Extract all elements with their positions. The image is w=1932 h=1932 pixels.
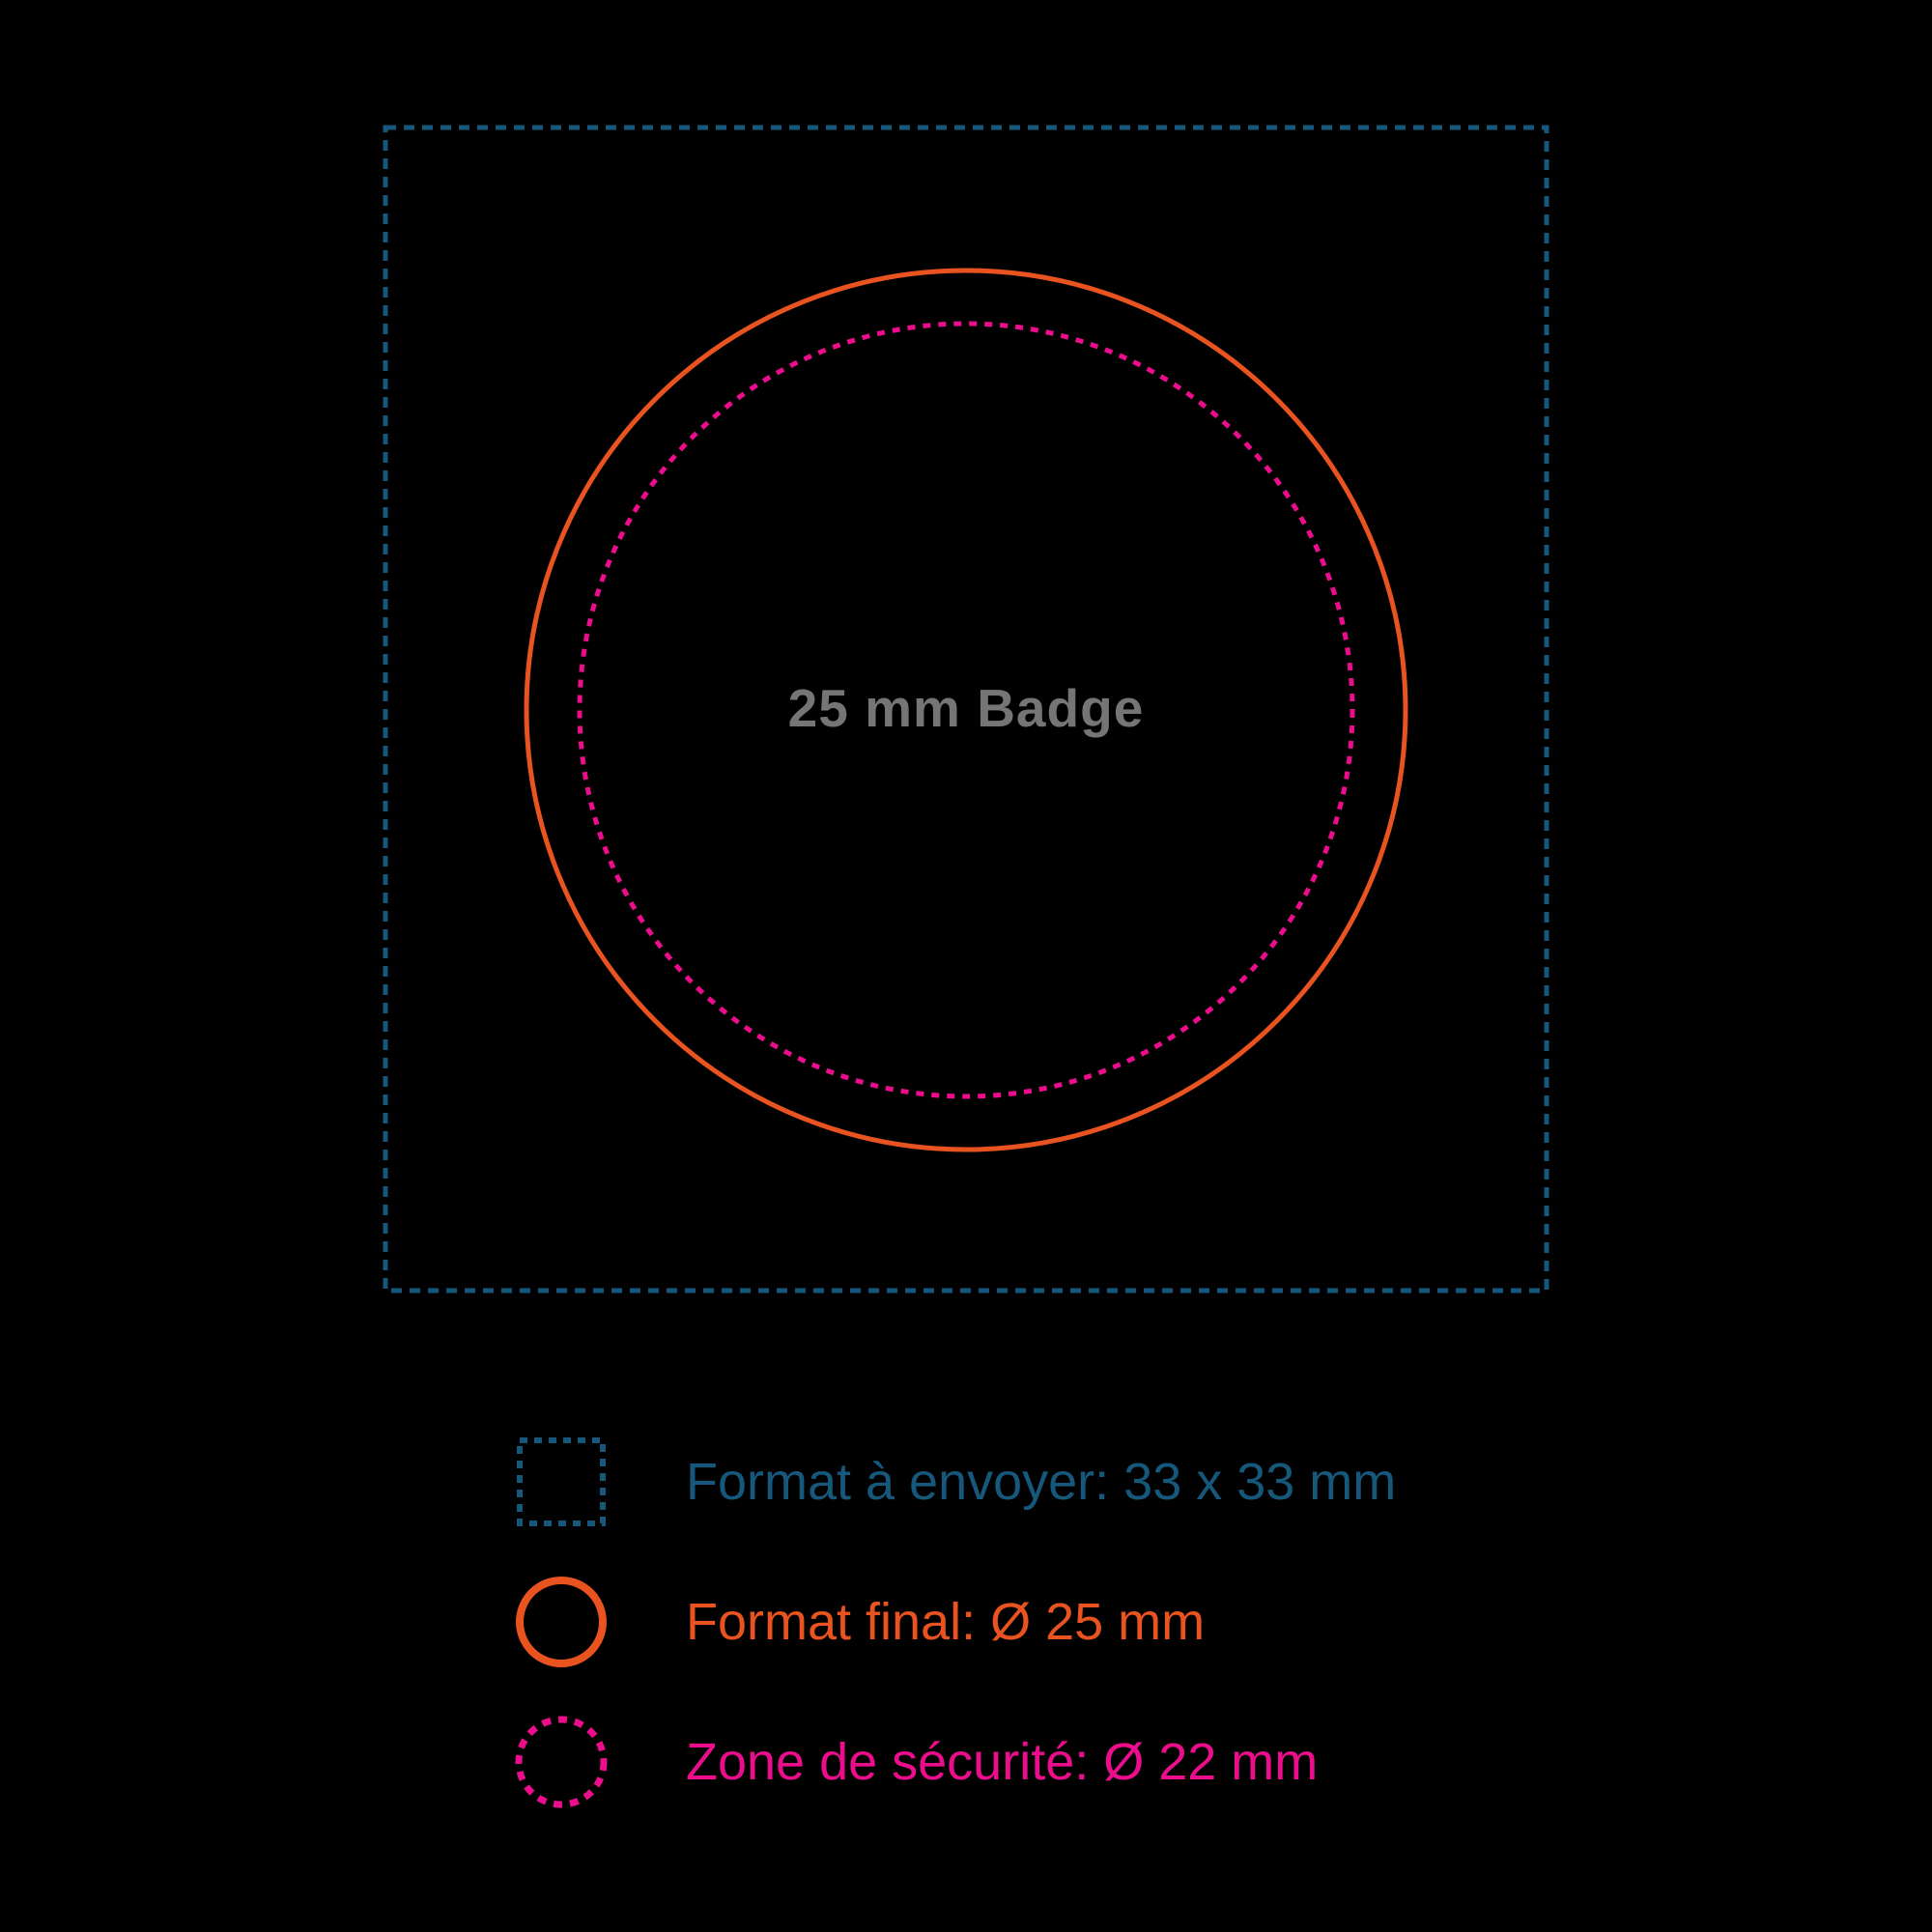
legend: Format à envoyer: 33 x 33 mm Format fina… bbox=[515, 1435, 1396, 1808]
safety-zone-circle bbox=[577, 321, 1355, 1099]
final-format-circle bbox=[524, 268, 1408, 1152]
legend-label-send-format: Format à envoyer: 33 x 33 mm bbox=[686, 1453, 1397, 1511]
send-format-outline bbox=[383, 125, 1549, 1293]
legend-item-safety-zone: Zone de sécurité: Ø 22 mm bbox=[515, 1716, 1396, 1808]
legend-label-safety-zone: Zone de sécurité: Ø 22 mm bbox=[686, 1733, 1319, 1791]
badge-size-label: 25 mm Badge bbox=[787, 678, 1145, 738]
dashed-square-icon bbox=[517, 1437, 606, 1526]
legend-label-final-format: Format final: Ø 25 mm bbox=[686, 1593, 1206, 1651]
legend-item-send-format: Format à envoyer: 33 x 33 mm bbox=[515, 1435, 1396, 1528]
dashed-circle-icon bbox=[515, 1716, 608, 1808]
circle-icon bbox=[516, 1577, 607, 1667]
legend-item-final-format: Format final: Ø 25 mm bbox=[515, 1576, 1396, 1668]
